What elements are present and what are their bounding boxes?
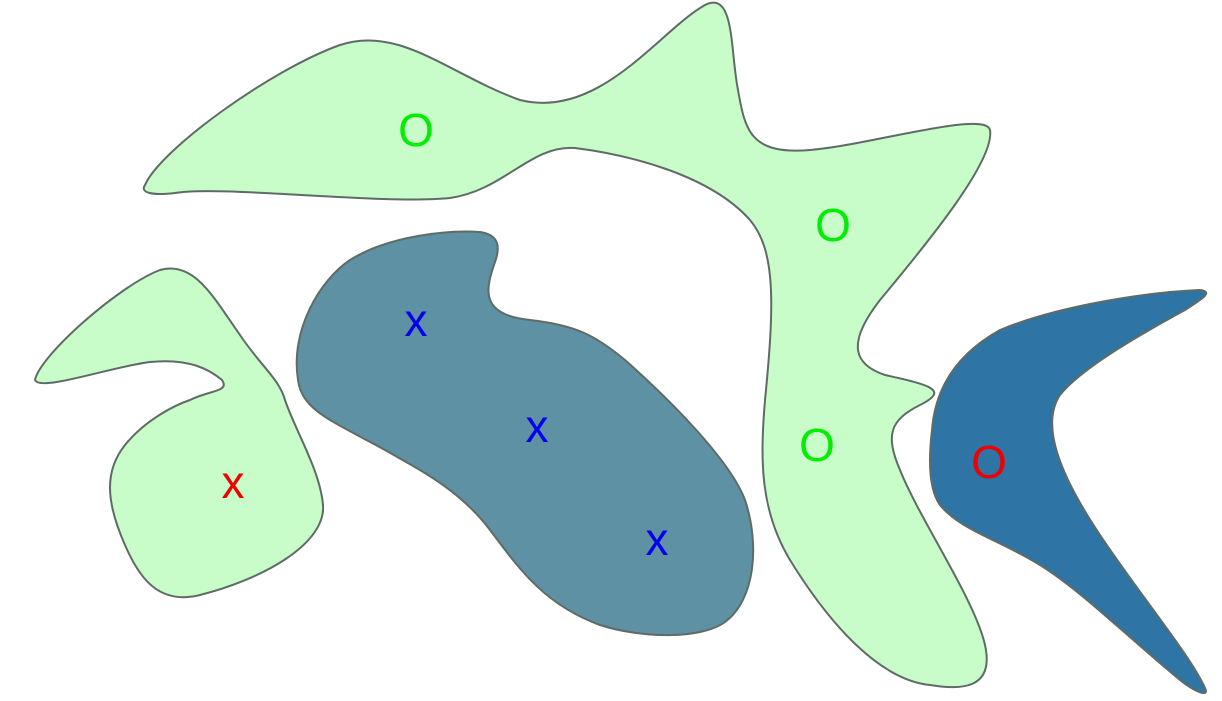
blue-x-marker-3: x xyxy=(646,513,669,565)
blue-x-marker-1: x xyxy=(405,294,428,346)
green-o-marker-top: O xyxy=(398,104,434,156)
blue-x-marker-2: x xyxy=(526,400,549,452)
teal-region xyxy=(295,230,755,637)
blue-region-boomerang xyxy=(929,289,1208,695)
green-o-marker-right-lower: O xyxy=(799,419,835,471)
red-x-marker-left: x xyxy=(222,456,245,508)
green-o-marker-right-upper: O xyxy=(815,199,851,251)
light-green-region-large xyxy=(142,1,992,689)
light-green-region-small xyxy=(34,267,325,599)
red-o-marker-boomerang: O xyxy=(971,436,1007,488)
